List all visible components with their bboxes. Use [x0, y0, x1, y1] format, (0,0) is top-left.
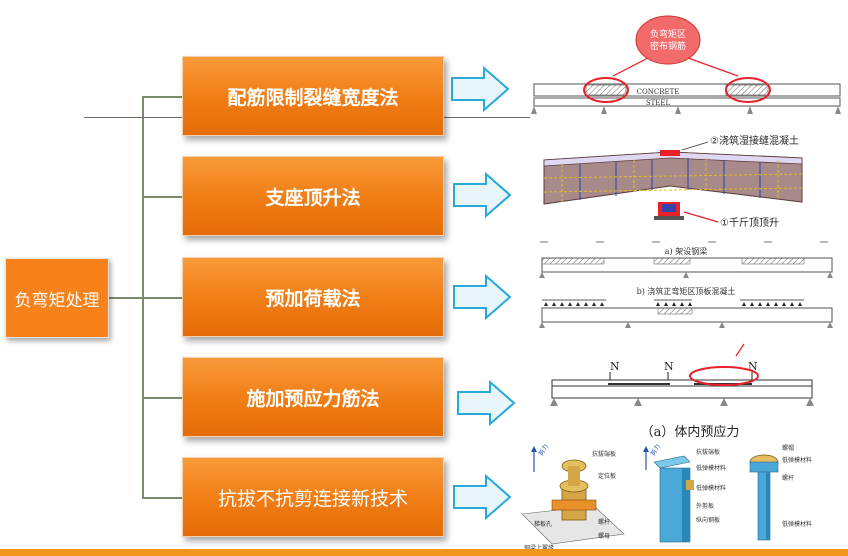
n-label-3: N — [748, 360, 758, 373]
label-mid-soft-2: 低弹模材料 — [696, 484, 726, 492]
concrete-label: CONCRETE — [637, 88, 680, 96]
header-rule-right — [444, 117, 530, 118]
arrow-right-icon — [451, 66, 510, 112]
branch-prestress-tendon: 施加预应力筋法 — [182, 357, 444, 437]
branch-reinforcement: 配筋限制裂缝宽度法 — [182, 56, 444, 136]
connector-3 — [142, 297, 182, 299]
bubble-line1: 负弯矩区 — [650, 28, 686, 40]
label-mid-uplift-plate: 抗拔端板 — [696, 448, 720, 456]
steel-label: STEEL — [646, 99, 671, 107]
n-label-2: N — [664, 360, 674, 373]
label-right-soft-2: 低弹模材料 — [782, 520, 812, 528]
branch-preloading: 预加荷载法 — [182, 257, 444, 337]
label-uplift-plate: 抗拔端板 — [592, 450, 616, 458]
branch-support-jacking: 支座顶升法 — [182, 156, 444, 236]
label-flange: 钢梁上翼缘 — [524, 544, 554, 552]
label-mid-steel-plate: 纵向钢板 — [696, 516, 720, 524]
root-connector — [109, 297, 143, 299]
caption-a: a) 架设钢梁 — [665, 246, 707, 256]
label-mid-shear-plate: 外剪板 — [696, 502, 714, 510]
callout-jack: ①千斤顶顶升 — [720, 217, 779, 229]
callout-wet-joint: ②浇筑湿接缝混凝土 — [710, 134, 799, 147]
label-mid-soft-1: 低弹模材料 — [696, 464, 726, 472]
label-right-soft-1: 低弹模材料 — [782, 456, 812, 464]
tree-trunk — [142, 96, 144, 497]
branch-label: 抗拔不抗剪连接新技术 — [217, 487, 408, 510]
bubble-line2: 密布钢筋 — [650, 40, 686, 52]
label-right-bolt: 螺杆 — [782, 474, 794, 482]
branch-label: 支座顶升法 — [265, 186, 361, 209]
connector-4 — [142, 397, 182, 399]
branch-label: 配筋限制裂缝宽度法 — [227, 86, 399, 109]
label-bolt: 螺杆 — [598, 518, 610, 526]
figure-preload-beam: a) 架设钢梁 b) 浇筑正弯矩区顶板混凝土 — [539, 241, 833, 328]
figure-rebar-beam: 负弯矩区 密布钢筋 CONCRETE STEEL — [531, 15, 841, 114]
footer-bar — [0, 549, 848, 556]
label-locating-plate: 定位板 — [598, 472, 616, 480]
header-rule — [84, 117, 182, 118]
figure-prestress-beam: N N N （a）体内预应力 — [550, 343, 814, 440]
label-hole: 梯板孔 — [534, 520, 552, 528]
root-label: 负弯矩处理 — [14, 290, 100, 311]
branch-label: 预加荷载法 — [265, 287, 361, 310]
branch-label: 施加预应力筋法 — [246, 387, 380, 410]
connector-1 — [142, 96, 182, 98]
arrow-right-icon — [457, 380, 516, 426]
arrow-right-icon — [453, 172, 512, 218]
root-node: 负弯矩处理 — [5, 258, 109, 338]
connector-2 — [142, 196, 182, 198]
connector-5 — [142, 497, 182, 499]
caption-b: b) 浇筑正弯矩区顶板混凝土 — [637, 286, 736, 296]
caption-prestress: （a）体内预应力 — [641, 424, 740, 440]
branch-uplift-connector: 抗拔不抗剪连接新技术 — [182, 457, 444, 537]
label-right-cap: 螺帽 — [782, 444, 794, 452]
shear-arrow-mid: 剪力 — [649, 443, 662, 457]
figure-connectors: 剪力 抗拔端板 定位板 螺杆 螺母 钢梁上翼缘 梯板孔 剪力 抗拔端板 低弹模材… — [521, 443, 812, 552]
arrow-right-icon — [453, 474, 512, 520]
figure-jacking-beam: ②浇筑湿接缝混凝土 ①千斤顶顶升 — [543, 134, 803, 229]
arrow-right-icon — [453, 274, 512, 320]
label-nut: 螺母 — [598, 532, 610, 540]
n-label-1: N — [610, 360, 620, 373]
shear-arrow-left: 剪力 — [537, 443, 550, 457]
